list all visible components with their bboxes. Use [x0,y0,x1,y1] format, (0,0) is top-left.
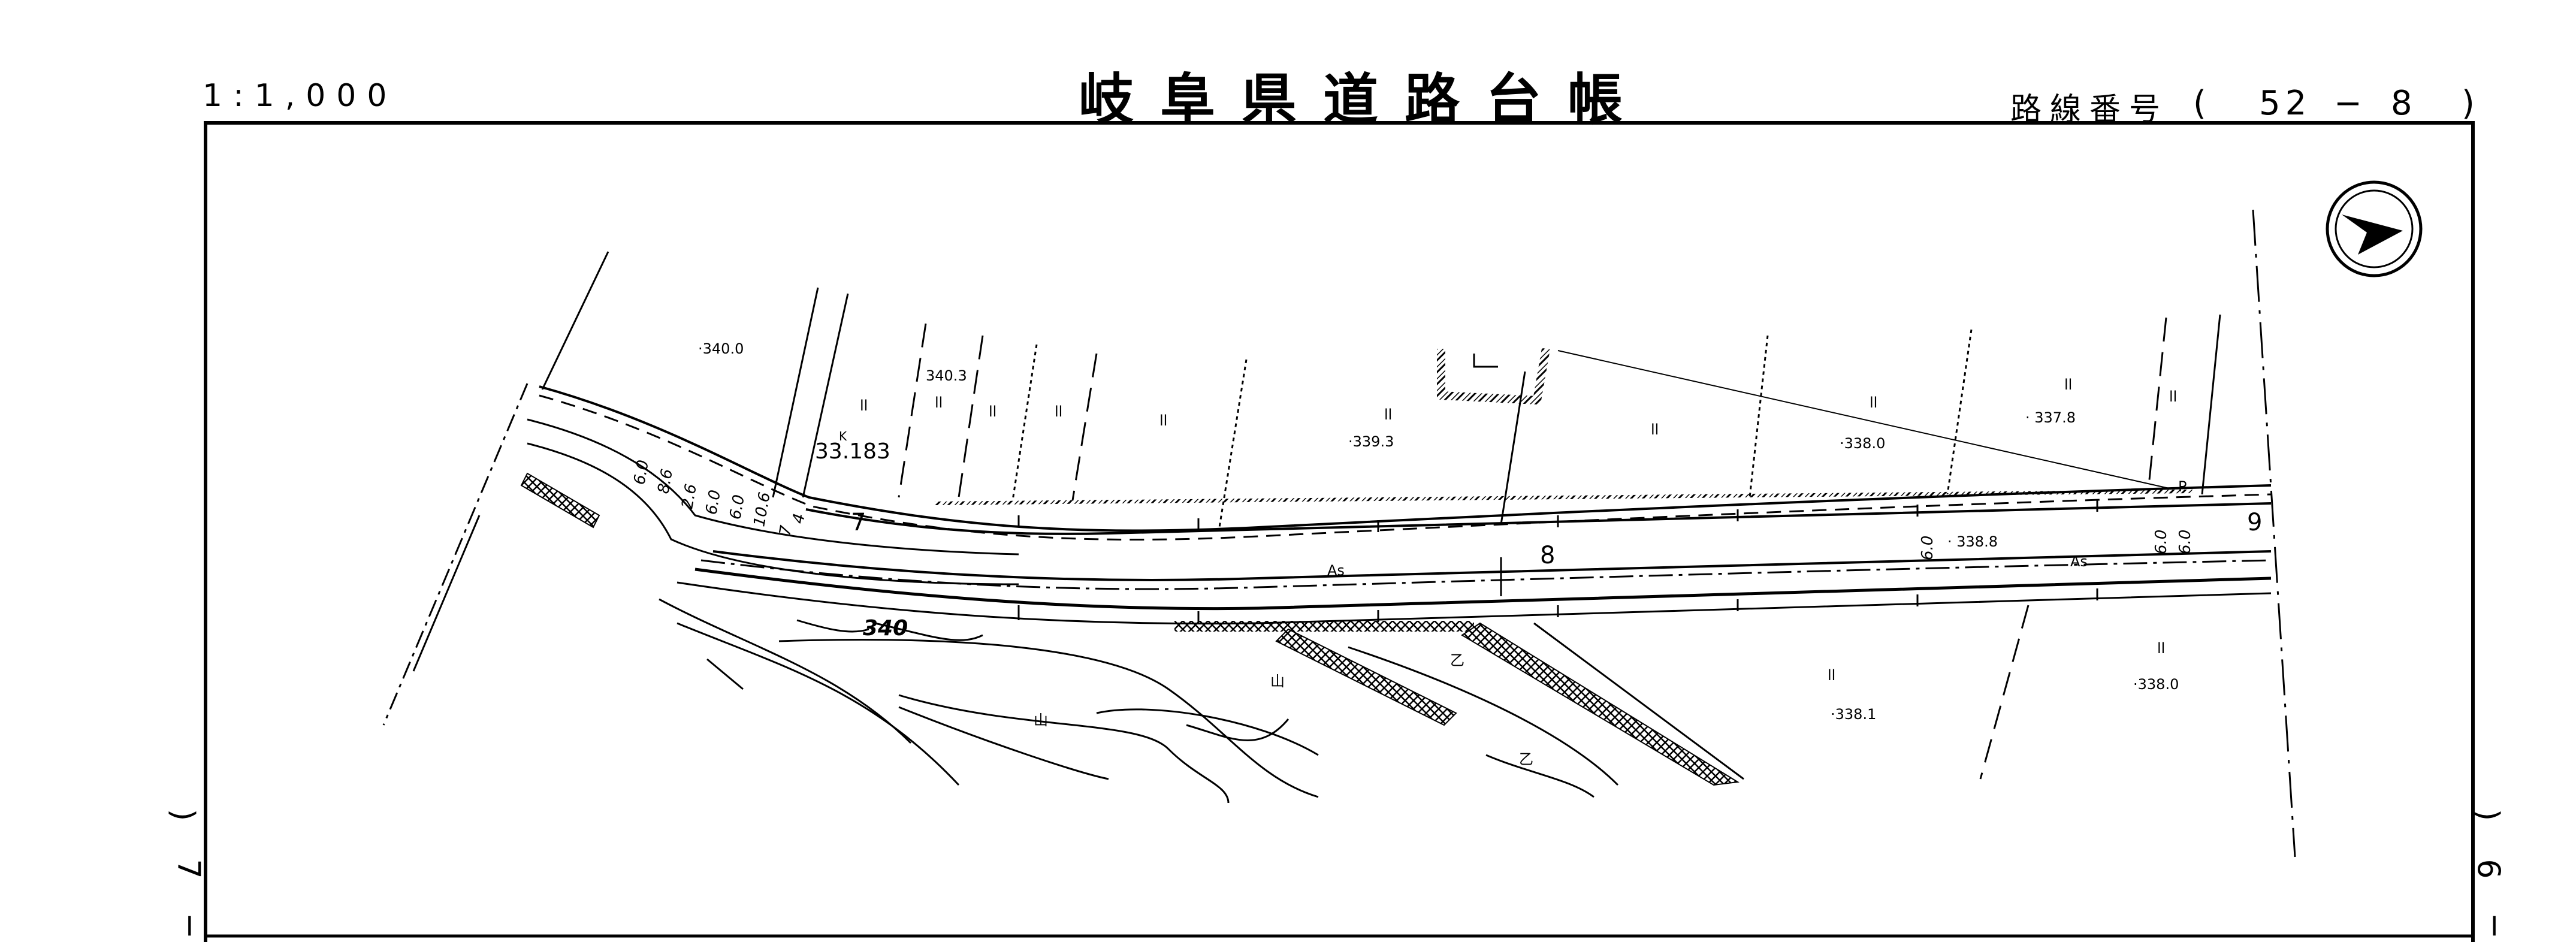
landuse-field: ll [2169,388,2177,405]
elevation-label: ·338.0 [1840,435,1885,452]
landuse-field: ll [2157,640,2165,657]
point-label: 8 [1540,542,1555,569]
landuse-field: ll [1159,412,1167,429]
station-sup: K [839,429,847,443]
map-labels: ·340.0 340.3 ·339.3 ·338.0 · 337.8 ·338.… [630,340,2262,768]
width-label: 7 [776,524,795,537]
width-label: 6.0 [702,488,724,516]
landuse-mountain: 山 [1034,712,1048,729]
landuse-field: ll [989,403,996,420]
width-label: 8.6 [654,467,677,495]
landuse-field: ll [1651,421,1659,438]
elevation-label: · 338.8 [1947,533,1998,550]
parcel-boundaries [382,209,2296,858]
landuse-field: ll [860,397,868,414]
width-label: 6.0 [2176,530,2194,554]
elevation-label: ·340.0 [698,340,744,357]
width-label: 6.0 [726,493,748,521]
landuse-field: ll [2064,376,2072,393]
point-label: 9 [2247,509,2262,536]
width-label: 6.0 [1919,536,1937,560]
landuse-field: ll [1055,403,1062,420]
width-label: 4 [789,512,808,526]
width-label: 6.0 [630,458,653,486]
route-number-major: 52 [2259,84,2312,123]
marker-p: P [2178,478,2187,495]
pavement-label: As [1327,562,1345,579]
width-label: 6.0 [2152,530,2170,554]
fence-markers [1017,500,2098,623]
station-label: 33.183 [815,439,890,464]
elevation-label: ·338.1 [1831,706,1876,723]
landuse-wasteland: 乙 [1450,652,1464,669]
landuse-field: ll [935,394,943,411]
contour-lines [659,598,1619,804]
contour-label: 340 [863,616,908,641]
route-number-minor: 8 [2391,84,2412,123]
route-close-paren: ) [2462,84,2475,123]
point-label: 7 [851,509,866,536]
north-arrow-icon [2326,180,2423,277]
pavement-label: As [2070,553,2088,570]
landuse-field: ll [1870,394,1877,411]
elevation-label: ·338.0 [2133,676,2179,693]
route-open-paren: ( [2193,84,2206,123]
elevation-label: · 337.8 [2025,409,2076,426]
landuse-field: ll [1828,667,1835,684]
building-outline [1437,348,1550,405]
retaining-walls [520,472,1744,786]
landuse-field: ll [1384,406,1392,423]
width-label: 10.6 [750,491,774,528]
map-frame [204,121,2475,942]
elevation-label: ·339.3 [1348,433,1394,450]
landuse-wasteland: 乙 [1519,751,1533,768]
elevation-label: 340.3 [926,367,967,384]
route-number-dash: − [2334,84,2362,123]
width-label: 2.6 [678,482,700,510]
landuse-mountain: 山 [1270,673,1285,690]
map-scale: 1:1,000 [203,78,398,114]
